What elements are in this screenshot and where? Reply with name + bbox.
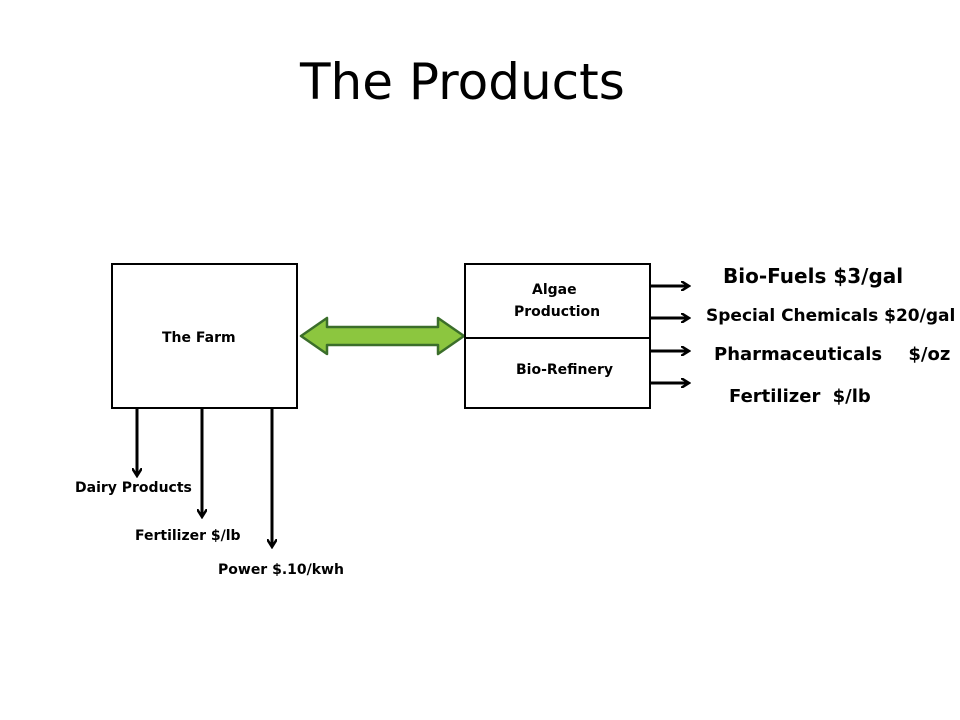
product-name: Bio-Fuels: [723, 264, 827, 288]
algae-refinery-box: Algae Production Bio-Refinery: [464, 263, 651, 409]
product-price: $/oz: [908, 344, 951, 365]
algae-label-line2: Production: [514, 304, 601, 320]
refinery-label: Bio-Refinery: [516, 362, 614, 378]
product-fertilizer: Fertilizer $/lb: [729, 385, 871, 409]
product-pharmaceuticals: Pharmaceuticals $/oz: [714, 343, 950, 367]
product-price: $3/gal: [833, 264, 904, 288]
farm-label: The Farm: [162, 330, 236, 346]
product-name: Special Chemicals: [706, 306, 879, 326]
product-price: $20/gal: [884, 306, 956, 326]
farm-box: The Farm: [111, 263, 298, 409]
farm-output-dairy: Dairy Products: [75, 480, 192, 496]
product-name: Pharmaceuticals: [714, 344, 883, 365]
product-bio-fuels: Bio-Fuels $3/gal: [723, 264, 903, 288]
farm-output-power: Power $.10/kwh: [218, 562, 344, 578]
slide-title: The Products: [300, 53, 625, 111]
product-price: $/lb: [832, 386, 871, 407]
farm-algae-link-arrow: [299, 316, 466, 356]
algae-label-line1: Algae: [532, 282, 577, 298]
product-name: Fertilizer: [729, 386, 821, 407]
algae-divider: [466, 337, 649, 339]
product-special-chemicals: Special Chemicals $20/gal: [706, 304, 955, 328]
farm-output-fertilizer: Fertilizer $/lb: [135, 528, 241, 544]
